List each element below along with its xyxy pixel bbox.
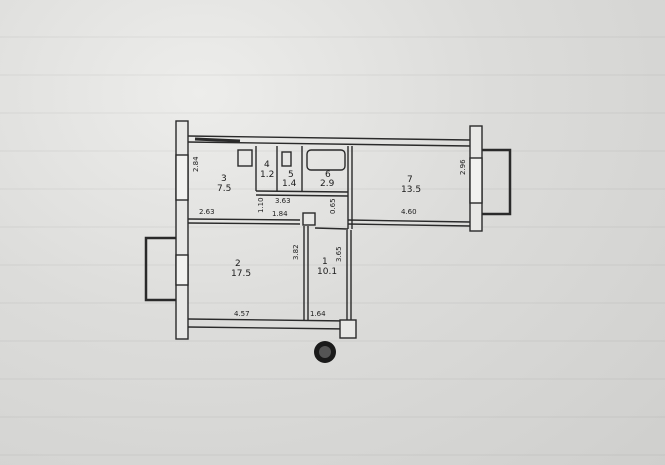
- column: [302, 212, 316, 226]
- south-wall-outer: [187, 326, 349, 330]
- entrance: [339, 319, 357, 339]
- dim-label: 2.96: [459, 159, 467, 175]
- window-room-3: [175, 154, 189, 201]
- wall-7-south: [347, 219, 471, 223]
- wall-7-southb: [347, 223, 471, 227]
- corridor-wallb: [255, 194, 349, 197]
- wall-3-2b: [187, 222, 301, 225]
- dim-label: 3.82: [292, 244, 300, 260]
- wall-1-north: [314, 227, 349, 230]
- room-5-number: 5: [288, 170, 294, 180]
- dim-label: 1.84: [272, 210, 288, 218]
- room-2-number: 2: [235, 259, 241, 269]
- window-room-7: [469, 157, 483, 204]
- window-room-2: [175, 254, 189, 286]
- bathtub-icon: [306, 149, 346, 171]
- toilet-icon: [281, 151, 292, 167]
- room-3-area: 7.5: [217, 184, 231, 194]
- west-balcony: [144, 236, 176, 302]
- room-5-area: 1.4: [282, 179, 297, 189]
- room-2-area: 17.5: [231, 269, 251, 279]
- dim-label: 3.63: [275, 197, 291, 205]
- west-wall: [175, 120, 189, 340]
- dim-label: 0.65: [329, 198, 337, 214]
- wall-hatch: [194, 137, 241, 143]
- dim-label: 2.63: [199, 208, 215, 216]
- dim-label: 3.65: [335, 246, 343, 262]
- dim-label: 1.10: [257, 197, 265, 213]
- stove-icon: [237, 149, 253, 167]
- corridor-wall: [255, 190, 349, 193]
- room-6-area: 2.9: [320, 179, 335, 189]
- dim-label: 2.84: [192, 156, 200, 172]
- room-4-area: 1.2: [260, 170, 274, 180]
- room-1-number: 1: [322, 257, 328, 267]
- room-4-number: 4: [264, 160, 270, 170]
- room-3-number: 3: [221, 174, 227, 184]
- dim-label: 4.57: [234, 310, 250, 318]
- room-7-area: 13.5: [401, 185, 421, 195]
- room-6-number: 6: [325, 170, 331, 180]
- dim-label: 4.60: [401, 208, 417, 216]
- room-1-area: 10.1: [317, 267, 337, 277]
- wall-3-2: [187, 218, 301, 221]
- dim-label: 1.64: [310, 310, 326, 318]
- south-wall-inner: [187, 318, 349, 322]
- north-wall-inner: [187, 135, 471, 141]
- east-balcony: [482, 148, 512, 216]
- room-7-number: 7: [407, 175, 413, 185]
- north-wall-outer: [187, 141, 471, 147]
